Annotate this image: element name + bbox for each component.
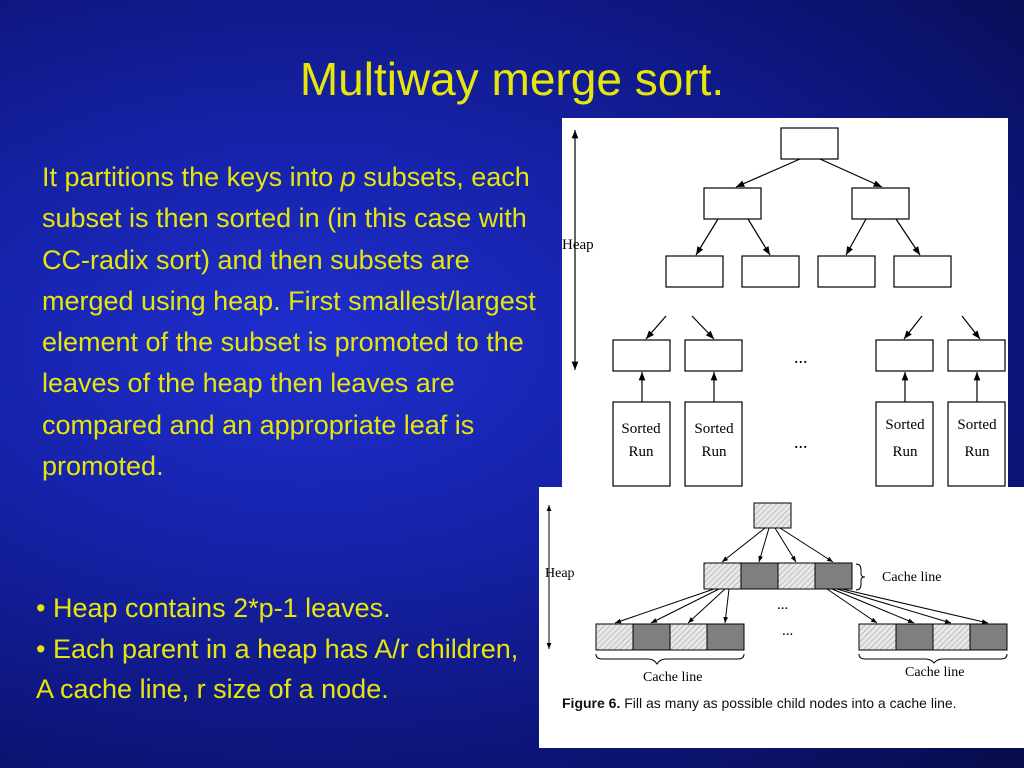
heap-label: Heap <box>562 237 594 253</box>
cache-node <box>669 623 708 651</box>
heap-node <box>817 255 876 288</box>
heap-leaf <box>947 339 1006 372</box>
cache-line-label: Cache line <box>643 670 702 685</box>
ellipsis: ... <box>777 597 788 613</box>
cache-node <box>595 623 634 651</box>
sorted-run-label: Sorted <box>885 417 925 433</box>
sorted-run-box <box>947 401 1006 487</box>
cache-node <box>753 502 792 529</box>
heap-diagram: Heap ... ... Sorted Run Sorted Run Sorte… <box>562 118 1008 488</box>
cache-node <box>740 562 779 590</box>
sorted-run-label: Run <box>964 444 990 460</box>
cache-node <box>777 562 816 590</box>
heap-leaf <box>875 339 934 372</box>
sorted-run-label: Sorted <box>621 421 661 437</box>
heap-leaf <box>684 339 743 372</box>
sorted-run-label: Sorted <box>694 421 734 437</box>
heap-node <box>893 255 952 288</box>
heap-leaf <box>612 339 671 372</box>
cache-node <box>858 623 897 651</box>
cache-line-brace <box>595 653 745 665</box>
sorted-run-box <box>612 401 671 487</box>
cache-node <box>706 623 745 651</box>
bullet-item: • Heap contains 2*p-1 leaves. <box>36 593 391 623</box>
cache-node <box>932 623 971 651</box>
cache-node <box>632 623 671 651</box>
figure-caption: Figure 6. Fill as many as possible child… <box>562 694 1002 712</box>
slide-title: Multiway merge sort. <box>299 53 725 105</box>
description-paragraph: It partitions the keys into p subsets, e… <box>42 157 547 487</box>
sorted-run-box <box>684 401 743 487</box>
ellipsis: ... <box>794 432 808 452</box>
bullet-item: • Each parent in a heap has A/r children… <box>36 633 519 705</box>
cache-line-brace <box>858 653 1008 664</box>
heap-node <box>780 127 839 160</box>
cache-node <box>969 623 1008 651</box>
heap-node <box>703 187 762 220</box>
heap-diagram-svg: Heap ... ... Sorted Run Sorted Run Sorte… <box>562 127 1006 487</box>
figure-number: Figure 6. <box>562 695 621 711</box>
paragraph-text-end: subsets, each subset is then sorted in (… <box>42 162 536 482</box>
cache-node <box>703 562 742 590</box>
ellipsis: ... <box>782 623 793 639</box>
cache-line-brace <box>855 563 866 591</box>
cache-node <box>895 623 934 651</box>
heap-node <box>741 255 800 288</box>
cache-line-diagram-svg: Heap Cache line Cache line Cache line ..… <box>545 502 1008 685</box>
cache-node <box>814 562 853 590</box>
sorted-run-label: Run <box>628 444 654 460</box>
heap-node <box>665 255 724 288</box>
heap-node <box>851 187 910 220</box>
variable-p: p <box>340 162 356 192</box>
ellipsis: ... <box>794 347 808 367</box>
cache-line-label: Cache line <box>882 570 941 585</box>
cache-line-diagram: Heap Cache line Cache line Cache line ..… <box>539 487 1024 748</box>
bullet-list: • Heap contains 2*p-1 leaves. • Each par… <box>36 588 526 710</box>
sorted-run-label: Run <box>892 444 918 460</box>
cache-line-label: Cache line <box>905 665 964 680</box>
caption-text: Fill as many as possible child nodes int… <box>620 695 957 711</box>
sorted-run-label: Run <box>701 444 727 460</box>
heap-label: Heap <box>545 566 575 581</box>
paragraph-text-start: It partitions the keys into <box>42 162 341 192</box>
sorted-run-label: Sorted <box>957 417 997 433</box>
